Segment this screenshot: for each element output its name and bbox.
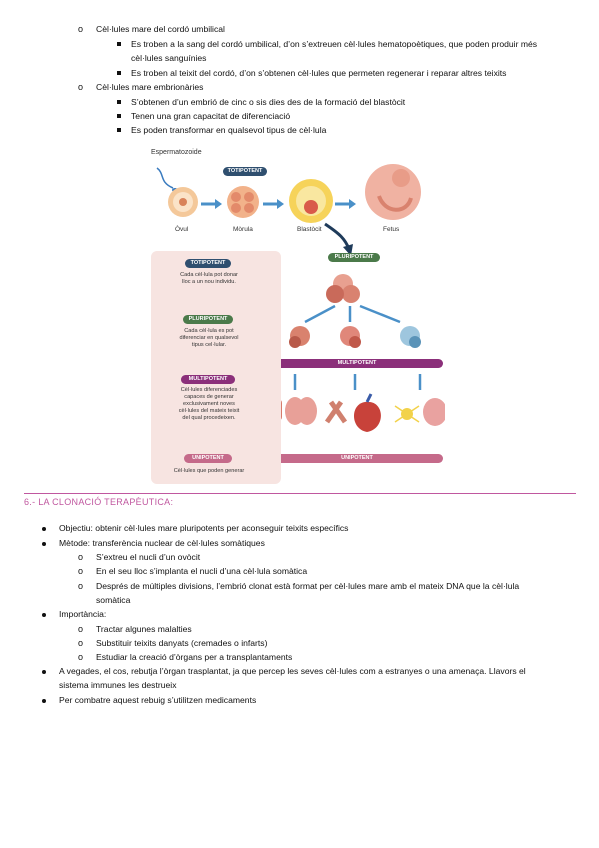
bullet-circle: o bbox=[78, 552, 84, 562]
section-divider bbox=[24, 493, 576, 494]
list-item: A vegades, el cos, rebutja l’òrgan trasp… bbox=[59, 666, 526, 676]
panel-pluripotent-desc-2: diferenciar en qualsevol bbox=[179, 335, 239, 341]
panel-multipotent-desc-5: del qual procedeixen. bbox=[182, 415, 236, 421]
panel-multipotent-pill: MULTIPOTENT bbox=[181, 375, 235, 384]
bullet-square bbox=[117, 71, 121, 75]
totipotent-pill: TOTIPOTENT bbox=[223, 167, 267, 176]
list-item: Estudiar la creació d’òrgans per a trans… bbox=[96, 652, 293, 662]
list-item: Es troben al teixit del cordó, d’on s’ob… bbox=[131, 68, 507, 78]
bullet-square bbox=[117, 114, 121, 118]
espermatozoide-label: Espermatozoide bbox=[151, 149, 202, 156]
panel-pluripotent-pill: PLURIPOTENT bbox=[183, 315, 233, 324]
bullet-square bbox=[117, 42, 121, 46]
list-item: Per combatre aquest rebuig s’utilitzen m… bbox=[59, 695, 257, 705]
stem-cell-figure: Espermatozoide bbox=[145, 144, 445, 484]
panel-multipotent-desc-4: cèl·lules del mateix teixit bbox=[178, 408, 240, 414]
list-item: Cèl·lules mare del cordó umbilical bbox=[96, 24, 225, 34]
bullet-dot bbox=[42, 542, 46, 546]
bullet-circle: o bbox=[78, 638, 84, 648]
panel-totipotent-desc-2: lloc a un nou individu. bbox=[182, 279, 236, 285]
bullet-circle: o bbox=[78, 652, 84, 662]
bullet-circle: o bbox=[78, 82, 84, 92]
bullet-dot bbox=[42, 670, 46, 674]
bullet-square bbox=[117, 128, 121, 132]
bullet-dot bbox=[42, 699, 46, 703]
panel-multipotent-desc-2: capaces de generar bbox=[184, 394, 234, 400]
panel-totipotent-pill: TOTIPOTENT bbox=[185, 259, 231, 268]
panel-multipotent-desc-1: Cèl·lules diferenciades bbox=[180, 387, 238, 393]
bullet-circle: o bbox=[78, 581, 84, 591]
potency-panel: TOTIPOTENT Cada cèl·lula pot donar lloc … bbox=[151, 251, 281, 484]
panel-pluripotent-desc-1: Cada cèl·lula es pot bbox=[184, 328, 234, 334]
figure-drawing bbox=[156, 164, 445, 444]
list-item: Substituir teixits danyats (cremades o i… bbox=[96, 638, 268, 648]
list-item: Objectiu: obtenir cèl·lules mare pluripo… bbox=[59, 523, 349, 533]
bullet-circle: o bbox=[78, 24, 84, 34]
ovul-label: Òvul bbox=[175, 226, 189, 233]
list-item: Es poden transformar en qualsevol tipus … bbox=[131, 125, 327, 135]
bullet-dot bbox=[42, 527, 46, 531]
list-item: sistema immunes les destrueix bbox=[59, 680, 177, 690]
list-item: Tractar algunes malalties bbox=[96, 624, 192, 634]
list-item: Importància: bbox=[59, 609, 107, 619]
list-item: S’extreu el nucli d’un ovòcit bbox=[96, 552, 201, 562]
fetus-label: Fetus bbox=[383, 226, 400, 233]
list-item: Tenen una gran capacitat de diferenciaci… bbox=[131, 111, 291, 121]
list-item: S’obtenen d’un embrió de cinc o sis dies… bbox=[131, 97, 406, 107]
list-item: Es troben a la sang del cordó umbilical,… bbox=[131, 39, 538, 49]
list-item: Cèl·lules mare embrionàries bbox=[96, 82, 204, 92]
panel-multipotent-desc-3: exclusivament noves bbox=[183, 401, 235, 407]
list-item: Després de múltiples divisions, l’embrió… bbox=[96, 581, 520, 591]
list-item: En el seu lloc s’implanta el nucli d’una… bbox=[96, 566, 308, 576]
panel-unipotent-desc-1: Cèl·lules que poden generar bbox=[173, 468, 245, 474]
list-item: Mètode: transferència nuclear de cèl·lul… bbox=[59, 538, 265, 548]
unipotent-band: UNIPOTENT bbox=[271, 454, 443, 463]
section-heading: 6.- LA CLONACIÓ TERAPÈUTICA: bbox=[24, 497, 174, 507]
list-item: cèl·lules sanguínies bbox=[131, 53, 207, 63]
panel-unipotent-pill: UNIPOTENT bbox=[184, 454, 232, 463]
bullet-dot bbox=[42, 613, 46, 617]
panel-totipotent-desc-1: Cada cèl·lula pot donar bbox=[180, 272, 238, 278]
pluripotent-pill: PLURIPOTENT bbox=[328, 253, 380, 262]
bullet-circle: o bbox=[78, 624, 84, 634]
bullet-circle: o bbox=[78, 566, 84, 576]
bullet-square bbox=[117, 100, 121, 104]
multipotent-band: MULTIPOTENT bbox=[271, 359, 443, 368]
list-item: somàtica bbox=[96, 595, 131, 605]
morula-label: Mòrula bbox=[233, 226, 253, 233]
blastocit-label: Blastòcit bbox=[297, 226, 322, 233]
panel-pluripotent-desc-3: tipus cel·lular. bbox=[191, 342, 227, 348]
